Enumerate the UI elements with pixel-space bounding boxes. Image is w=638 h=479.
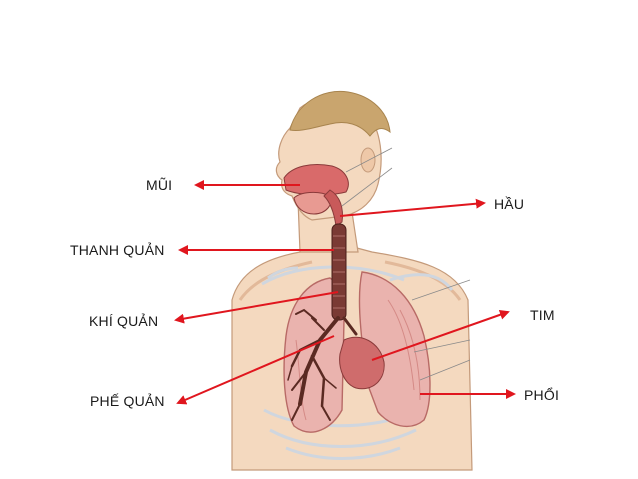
label-bronchi: PHẾ QUẢN: [90, 393, 165, 409]
label-nose: MŨI: [146, 177, 173, 193]
label-pharynx: HẦU: [494, 196, 525, 212]
hair: [289, 90, 391, 137]
arrow-pharynx: [339, 198, 486, 217]
bronchial-tree: [287, 308, 358, 421]
label-lungs: PHỔI: [524, 387, 560, 403]
label-trachea: KHÍ QUẢN: [89, 313, 159, 329]
trachea: [331, 223, 347, 321]
heart: [339, 336, 385, 390]
arrow-trachea: [174, 291, 339, 324]
nasal-cavity: [283, 164, 349, 196]
label-heart: TIM: [530, 307, 555, 323]
label-larynx: THANH QUẢN: [70, 242, 165, 258]
arrow-heart: [371, 309, 510, 361]
arrow-bronchi: [176, 335, 335, 405]
pointer-arrows: [174, 180, 516, 405]
